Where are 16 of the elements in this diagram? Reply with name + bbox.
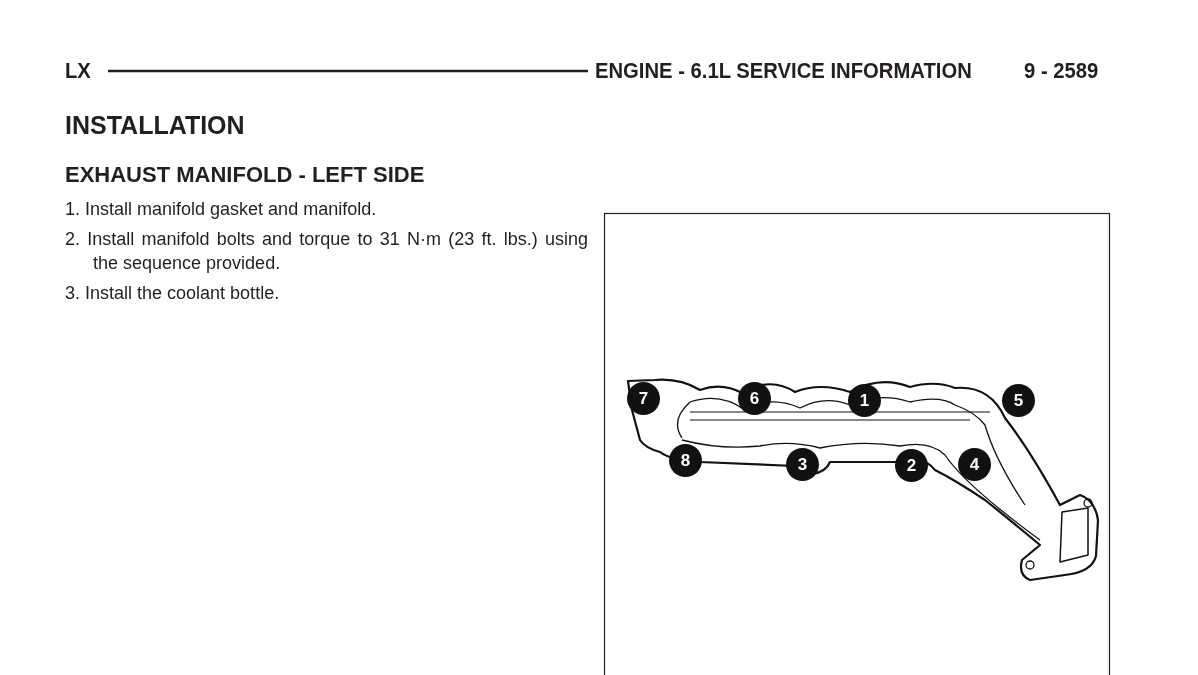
subsection-heading: EXHAUST MANIFOLD - LEFT SIDE: [65, 162, 425, 188]
callout-number: 7: [627, 382, 660, 415]
section-heading: INSTALLATION: [65, 111, 245, 140]
instruction-step: 1. Install manifold gasket and manifold.: [65, 197, 588, 221]
callout-number: 4: [958, 448, 991, 481]
callout-number: 8: [669, 444, 702, 477]
header-title: LX: [65, 58, 91, 84]
section-header: ENGINE - 6.1L SERVICE INFORMATION: [595, 58, 972, 84]
instruction-step: 3. Install the coolant bottle.: [65, 281, 588, 305]
page-number: 9 - 2589: [1024, 58, 1099, 84]
callout-number: 3: [786, 448, 819, 481]
callout-number: 6: [738, 382, 771, 415]
callout-number: 1: [848, 384, 881, 417]
instruction-step: 2. Install manifold bolts and torque to 31 N·m (23 ft. lbs.) using the sequence provided.: [65, 227, 588, 275]
callout-number: 5: [1002, 384, 1035, 417]
callout-number: 2: [895, 449, 928, 482]
